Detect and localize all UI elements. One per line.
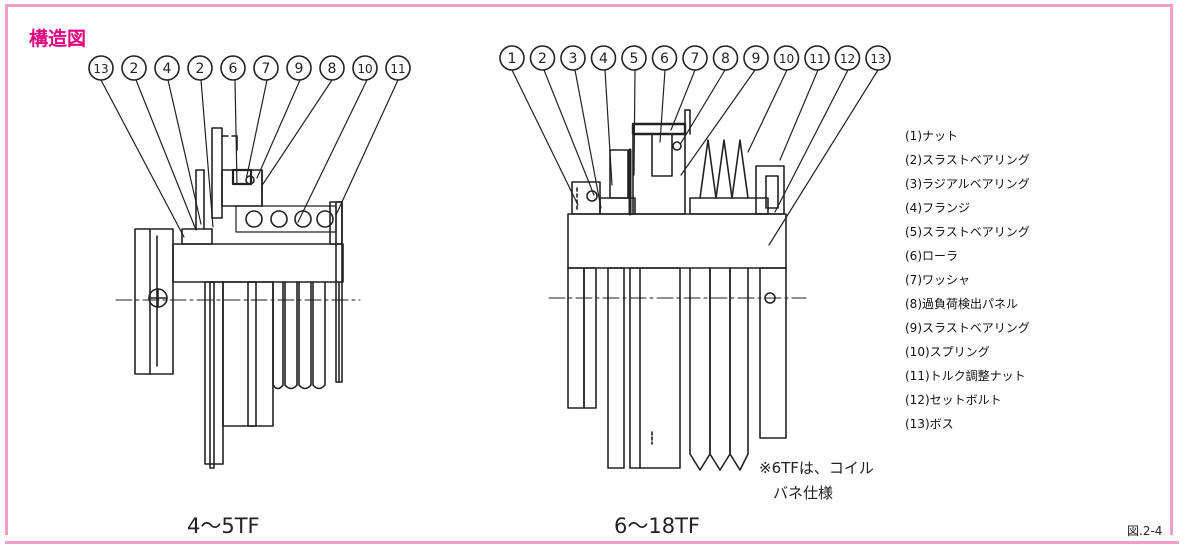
model-label-right: 6〜18TF [614,514,700,538]
spring-note-line: バネ仕様 [773,484,834,502]
parts-list-item: (12)セットボルト [905,393,1002,407]
callout-number: 1 [508,51,517,67]
parts-list-item: (6)ローラ [905,249,958,263]
callout-number: 12 [840,52,855,66]
parts-list: (1)ナット (2)スラストベアリング (3)ラジアルベアリング (4)フランジ… [905,124,1030,436]
parts-list-item: (8)過負荷検出パネル [905,297,1018,311]
callout-number: 13 [93,62,108,76]
callout-number: 2 [196,61,205,77]
parts-list-item: (7)ワッシャ [905,273,970,287]
parts-list-item: (10)スプリング [905,345,990,359]
spring-note-line: ※6TFは、コイル [759,459,874,477]
callout-circle [804,45,830,71]
callout-number: 2 [130,61,139,77]
parts-list-item: (9)スラストベアリング [905,321,1030,335]
callout-number: 11 [390,62,405,76]
callout-circle [529,45,556,71]
parts-list-item: (2)スラストベアリング [905,153,1030,167]
figure-frame [5,4,1173,535]
parts-list-item: (13)ボス [905,417,954,431]
parts-list-item: (4)フランジ [905,201,970,215]
callout-circle [187,55,213,81]
callout-number: 3 [569,51,578,67]
callout-number: 9 [752,51,761,67]
parts-list-item: (1)ナット [905,129,958,143]
callout-circle [286,55,312,81]
callout-number: 7 [262,61,271,77]
callout-number: 8 [328,61,337,77]
parts-list-item: (11)トルク調整ナット [905,369,1026,383]
callout-number: 13 [870,52,885,66]
spring-note: ※6TFは、コイル バネ仕様 [759,456,874,506]
callout-number: 6 [229,61,238,77]
parts-list-item: (5)スラストベアリング [905,225,1030,239]
callout-number: 4 [163,61,172,77]
callout-number: 2 [538,51,547,67]
callout-circle [621,45,647,71]
callout-number: 10 [779,52,794,66]
callout-circle [743,45,769,71]
callout-circle [121,55,147,81]
callout-circle [590,45,617,71]
callout-circle [560,45,586,71]
left-assembly: 13 2 4 2 6 7 9 8 10 11 [88,55,411,469]
callout-number: 10 [357,62,372,76]
callout-circle [154,55,180,81]
callout-number: 9 [295,61,304,77]
callout-number: 6 [660,51,669,67]
callout-number: 4 [599,51,608,67]
figure-title: 構造図 [29,28,87,50]
callout-number: 5 [630,51,639,67]
callout-number: 11 [809,52,824,66]
callout-circle [220,55,246,81]
bottom-rule [5,541,1179,544]
callout-circle [352,55,378,81]
model-label-left: 4〜5TF [187,514,260,538]
callout-number: 8 [721,51,730,67]
figure-number: 図.2-4 [1127,524,1163,538]
parts-list-item: (3)ラジアルベアリング [905,177,1030,191]
callout-circle [253,55,279,81]
callout-number: 7 [691,51,700,67]
